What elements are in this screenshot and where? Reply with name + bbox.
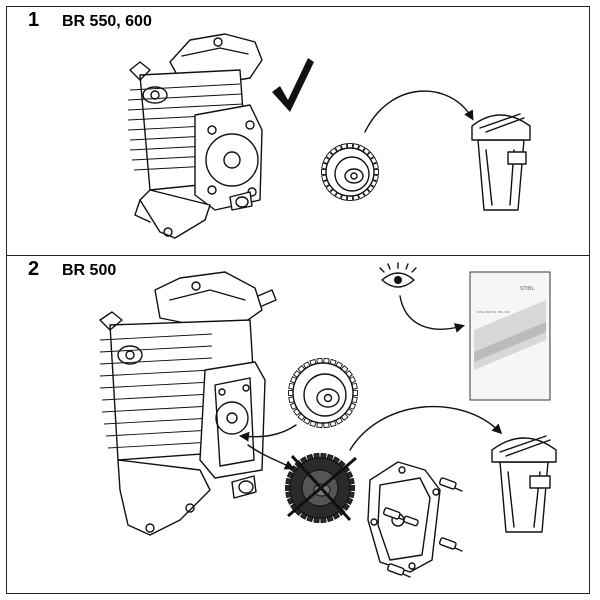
cover-plate-illustration bbox=[367, 461, 441, 573]
eye-icon bbox=[379, 262, 417, 288]
dark-gear-removed-part bbox=[287, 454, 357, 522]
screw-icon bbox=[438, 537, 463, 552]
step-1-number: 1 bbox=[28, 9, 40, 31]
checkmark-icon bbox=[272, 58, 314, 112]
manual-brand-text: STIHL bbox=[520, 286, 534, 292]
waste-bin-icon-panel1 bbox=[471, 113, 531, 211]
step-1-title: BR 550, 600 bbox=[62, 13, 152, 30]
step-2-title: BR 500 bbox=[62, 262, 117, 279]
diagram-frame bbox=[6, 6, 590, 594]
see-manual-arrow bbox=[399, 295, 465, 333]
install-gear-arrow bbox=[239, 424, 297, 442]
engine-br550-600-illustration bbox=[127, 33, 263, 239]
discard-arrow-panel1 bbox=[364, 90, 474, 133]
remove-gear-arrow bbox=[247, 444, 295, 470]
waste-bin-icon-panel2 bbox=[491, 435, 557, 533]
engine-br500-illustration bbox=[99, 271, 277, 536]
gear-illustration-panel1 bbox=[325, 147, 375, 197]
panel-divider bbox=[6, 255, 590, 256]
screw-icon bbox=[386, 563, 411, 578]
discard-arrow-panel2 bbox=[349, 405, 503, 451]
screw-icon bbox=[403, 515, 419, 527]
instruction-manual-icon: STIHL STIHL BR 500, 550, 600 bbox=[469, 271, 551, 401]
screw-icon bbox=[438, 477, 463, 492]
step-2-number: 2 bbox=[28, 258, 40, 280]
gear-illustration-panel2-upper bbox=[292, 362, 354, 424]
manual-cover-text: STIHL BR 500, 550, 600 bbox=[477, 310, 510, 314]
